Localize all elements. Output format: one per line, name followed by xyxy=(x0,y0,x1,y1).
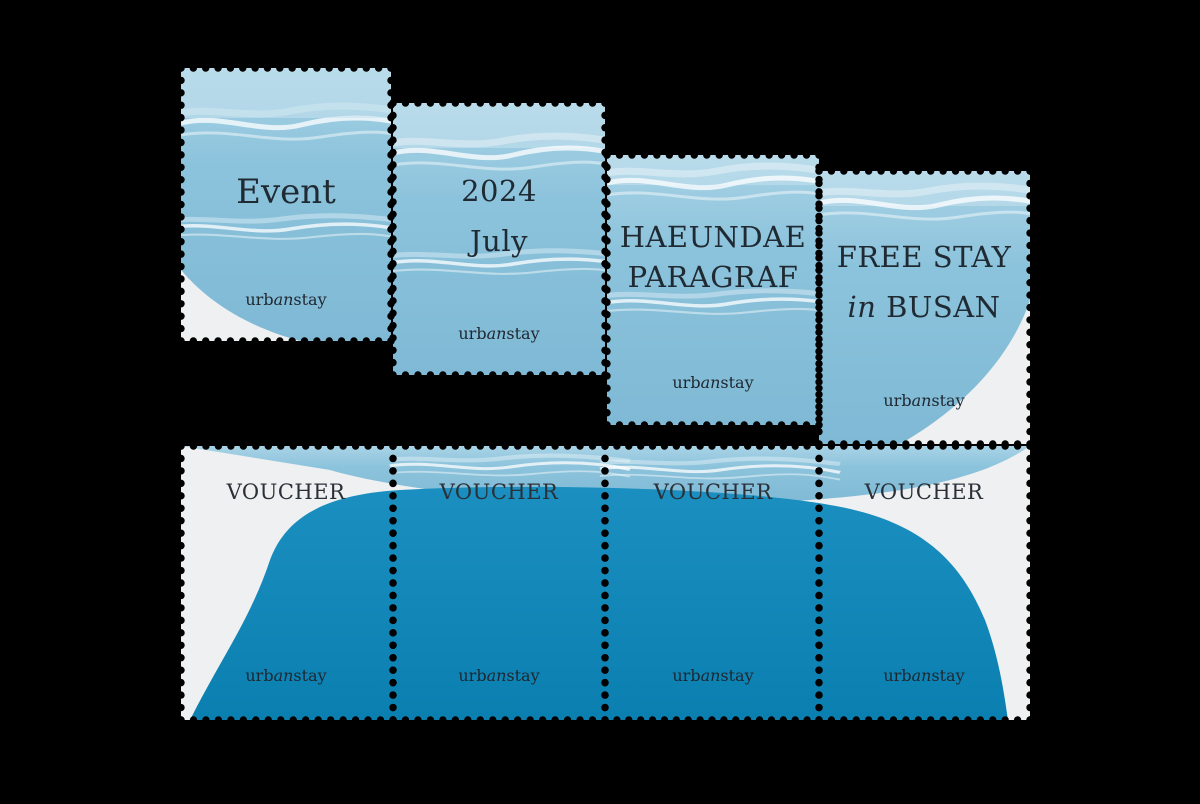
voucher-1-brand: urbanstay xyxy=(245,666,327,685)
stamp-event-brand: urbanstay xyxy=(245,290,327,309)
stamp-haeundae-line1: HAEUNDAE xyxy=(619,220,807,254)
stamp-free-stay xyxy=(819,171,1030,444)
stamp-date-brand: urbanstay xyxy=(458,324,540,343)
stamp-haeundae xyxy=(607,155,819,425)
stamp-event xyxy=(181,68,391,341)
stamp-free-stay-in: in xyxy=(847,290,877,324)
voucher-1-title: VOUCHER xyxy=(226,480,346,504)
voucher-2-brand: urbanstay xyxy=(458,666,540,685)
voucher-4-title: VOUCHER xyxy=(864,480,984,504)
stamp-date xyxy=(393,103,605,375)
perforations xyxy=(177,64,1034,724)
stamp-haeundae-brand: urbanstay xyxy=(672,373,754,392)
voucher-3-brand: urbanstay xyxy=(672,666,754,685)
stamp-free-stay-busan: BUSAN xyxy=(886,290,1001,324)
stamp-free-stay-line2: in BUSAN xyxy=(847,284,1000,330)
voucher-3-title: VOUCHER xyxy=(653,480,773,504)
voucher-4-brand: urbanstay xyxy=(883,666,965,685)
stamp-free-stay-line1: FREE STAY xyxy=(836,240,1012,274)
stamp-date-year: 2024 xyxy=(461,174,537,208)
stamp-haeundae-line2: PARAGRAF xyxy=(627,260,799,294)
stamp-date-month: July xyxy=(470,224,528,258)
voucher-2-title: VOUCHER xyxy=(439,480,559,504)
stamp-free-stay-brand: urbanstay xyxy=(883,391,965,410)
stamp-event-title: Event xyxy=(236,172,336,212)
